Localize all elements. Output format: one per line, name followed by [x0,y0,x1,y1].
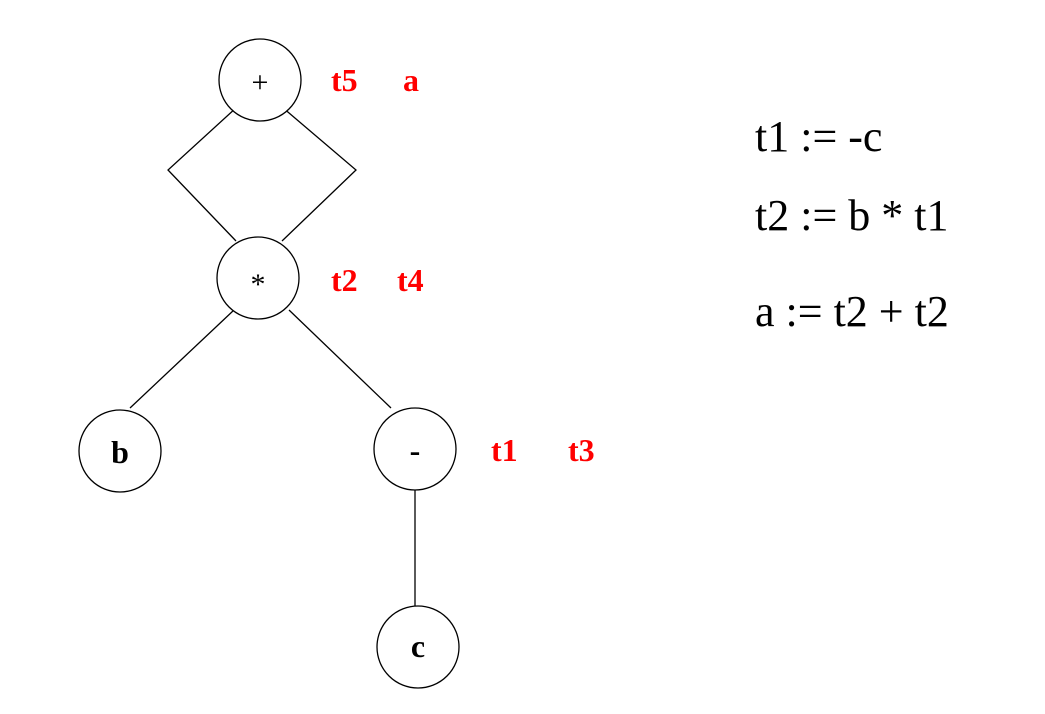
node-c: c [376,605,460,689]
node-plus: + [218,38,302,122]
code-line-3: a := t2 + t2 [755,287,949,336]
annotation-t3: t3 [568,432,595,468]
node-minus-circle [373,407,457,491]
annotation-t5: t5 [331,62,358,98]
node-times-circle [216,236,300,320]
node-minus: - [373,407,457,491]
node-b-circle [78,409,162,493]
annotation-t4: t4 [397,262,424,298]
annotation-t1: t1 [491,432,518,468]
edge-plus-times-left [167,106,238,242]
annotation-t2: t2 [331,262,358,298]
edge-times-minus [288,309,392,409]
node-plus-circle [218,38,302,122]
node-b: b [78,409,162,493]
node-c-circle [376,605,460,689]
node-times: * [216,236,300,320]
node-c-label: c [411,628,425,664]
code-line-1: t1 := -c [755,112,883,161]
edge-times-b [129,309,235,409]
node-times-label: * [251,268,266,301]
code-line-2: t2 := b * t1 [755,191,949,240]
node-b-label: b [111,434,129,470]
node-minus-label: - [410,432,421,468]
annotation-a: a [403,62,419,98]
edge-plus-times-right [281,106,357,242]
node-plus-label: + [252,66,269,99]
